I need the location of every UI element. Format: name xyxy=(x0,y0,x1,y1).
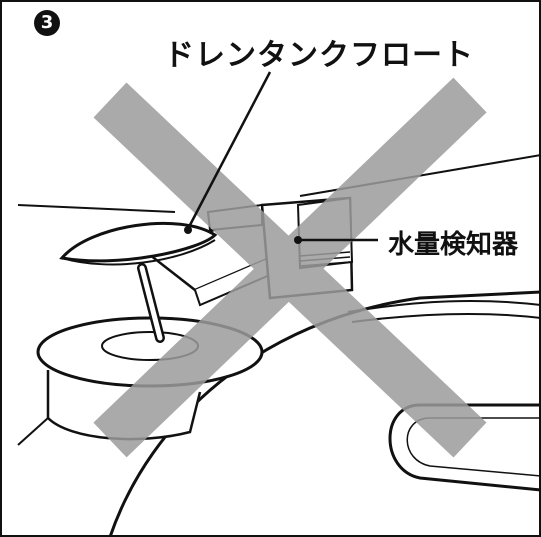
float-cap xyxy=(59,221,218,263)
float-leader-line xyxy=(188,71,272,226)
water-sensor-label: 水量検知器 xyxy=(388,230,519,260)
tank-inner-rim-2 xyxy=(351,312,541,323)
float-stem-inner xyxy=(139,265,163,341)
float-cap-rim xyxy=(61,239,216,266)
tank-inner-rim xyxy=(347,299,541,313)
prohibited-cross-icon xyxy=(93,77,487,458)
float-leader-dot xyxy=(184,226,192,234)
drain-float-label: ドレンタンクフロート xyxy=(164,38,474,73)
step-number-badge: 3 xyxy=(34,10,60,36)
sensor-leader-dot xyxy=(294,236,302,244)
tank-edge-line xyxy=(17,204,176,213)
drain-pan-pipe xyxy=(17,417,49,446)
